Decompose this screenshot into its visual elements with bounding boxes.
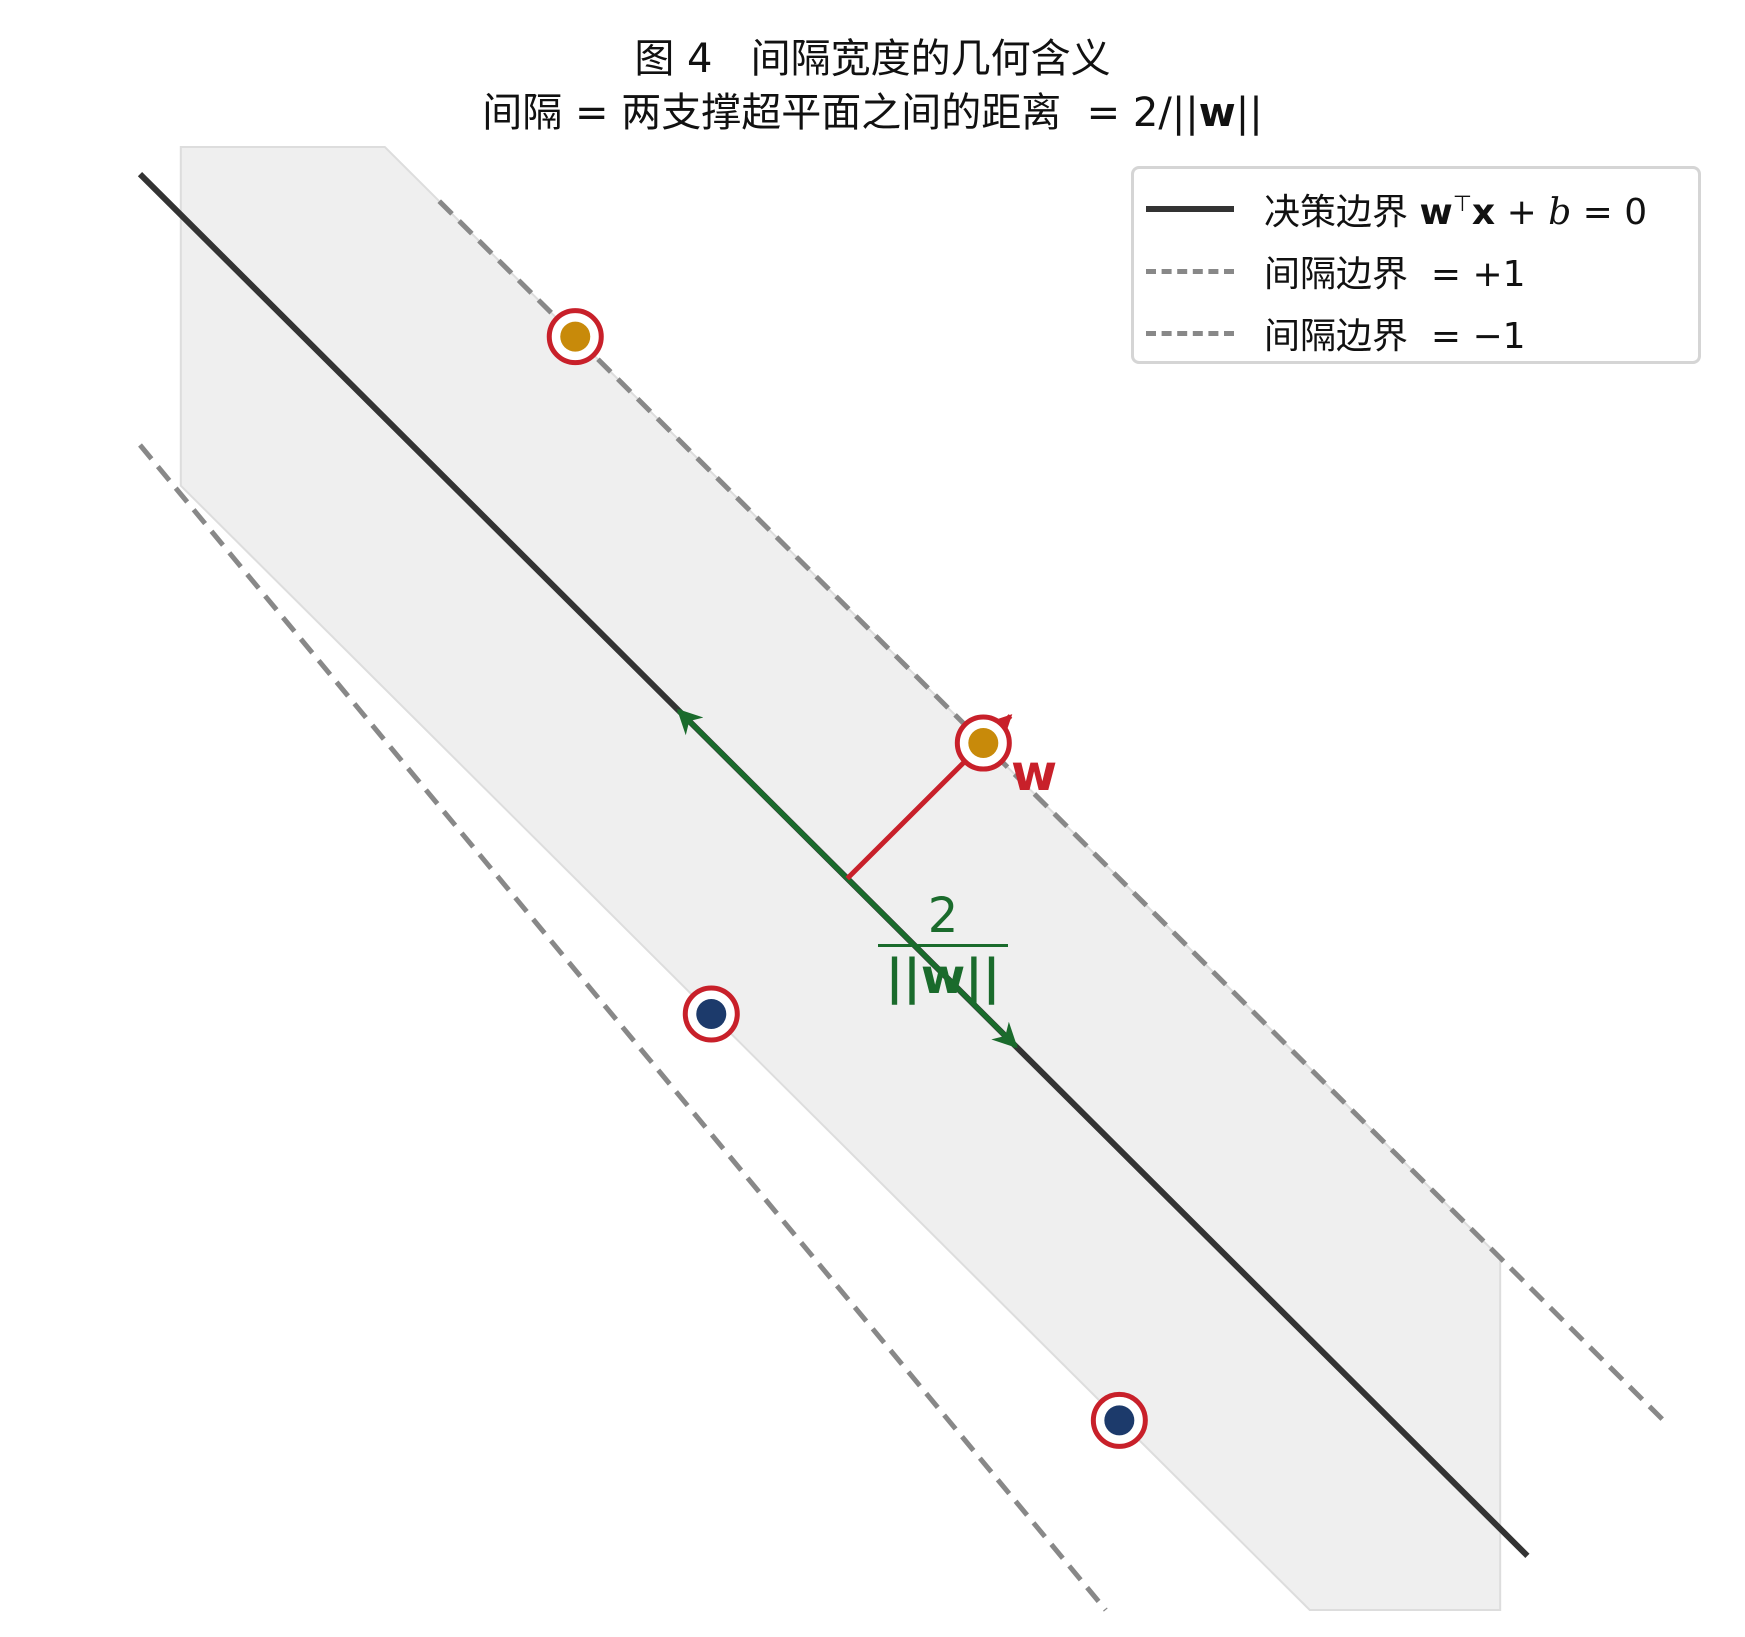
legend-math-x: x	[1471, 192, 1496, 233]
legend-math-plus: +	[1495, 192, 1549, 233]
subtitle-text: 间隔 = 两支撑超平面之间的距离 = 2/||	[482, 90, 1199, 136]
subtitle-suffix: ||	[1235, 90, 1263, 136]
legend-math-b: b	[1548, 192, 1572, 233]
margin-width-arrow-upper	[676, 708, 850, 881]
legend-label-text: 决策边界	[1264, 192, 1420, 233]
margin-numerator: 2	[927, 888, 959, 944]
legend-line-dashed	[1146, 268, 1234, 274]
support-vector-points	[546, 308, 1148, 1449]
legend-label: 间隔边界 = −1	[1264, 316, 1526, 357]
legend-item-margin-minus: 间隔边界 = −1	[1146, 308, 1526, 358]
margin-width-arrow-lower	[845, 876, 1018, 1049]
margin-band	[179, 146, 1502, 1611]
legend-math-transpose: ⊤	[1452, 192, 1472, 217]
legend-line-solid	[1146, 206, 1234, 212]
legend: 决策边界 w⊤x + b = 0 间隔边界 = +1 间隔边界 = −1	[1131, 166, 1701, 364]
negative-support-vector	[1104, 1405, 1135, 1436]
legend-math-w: w	[1419, 192, 1453, 233]
margin-width-label: 2 ||w||	[878, 890, 1008, 1003]
figure-subtitle: 间隔 = 两支撑超平面之间的距离 = 2/||w||	[0, 80, 1745, 138]
legend-math-eq: = 0	[1571, 192, 1648, 233]
legend-item-decision-boundary: 决策边界 w⊤x + b = 0	[1146, 184, 1647, 234]
legend-line-dashed	[1146, 330, 1234, 336]
legend-label: 决策边界 w⊤x + b = 0	[1264, 183, 1647, 235]
subtitle-w-bold: w	[1198, 90, 1236, 136]
legend-label: 间隔边界 = +1	[1264, 254, 1526, 295]
margin-denominator: ||w||	[885, 949, 1001, 1005]
margin-boundary-minus-line	[138, 443, 1108, 1612]
margin-boundary-plus-line	[437, 199, 1666, 1423]
fraction-bar	[878, 944, 1008, 947]
negative-support-vector	[696, 998, 727, 1029]
figure-title: 图 4 间隔宽度的几何含义	[634, 36, 1111, 82]
positive-support-vector	[968, 728, 999, 759]
normal-vector-label: w	[1011, 744, 1058, 802]
legend-item-margin-plus: 间隔边界 = +1	[1146, 246, 1526, 296]
positive-support-vector	[560, 321, 591, 352]
